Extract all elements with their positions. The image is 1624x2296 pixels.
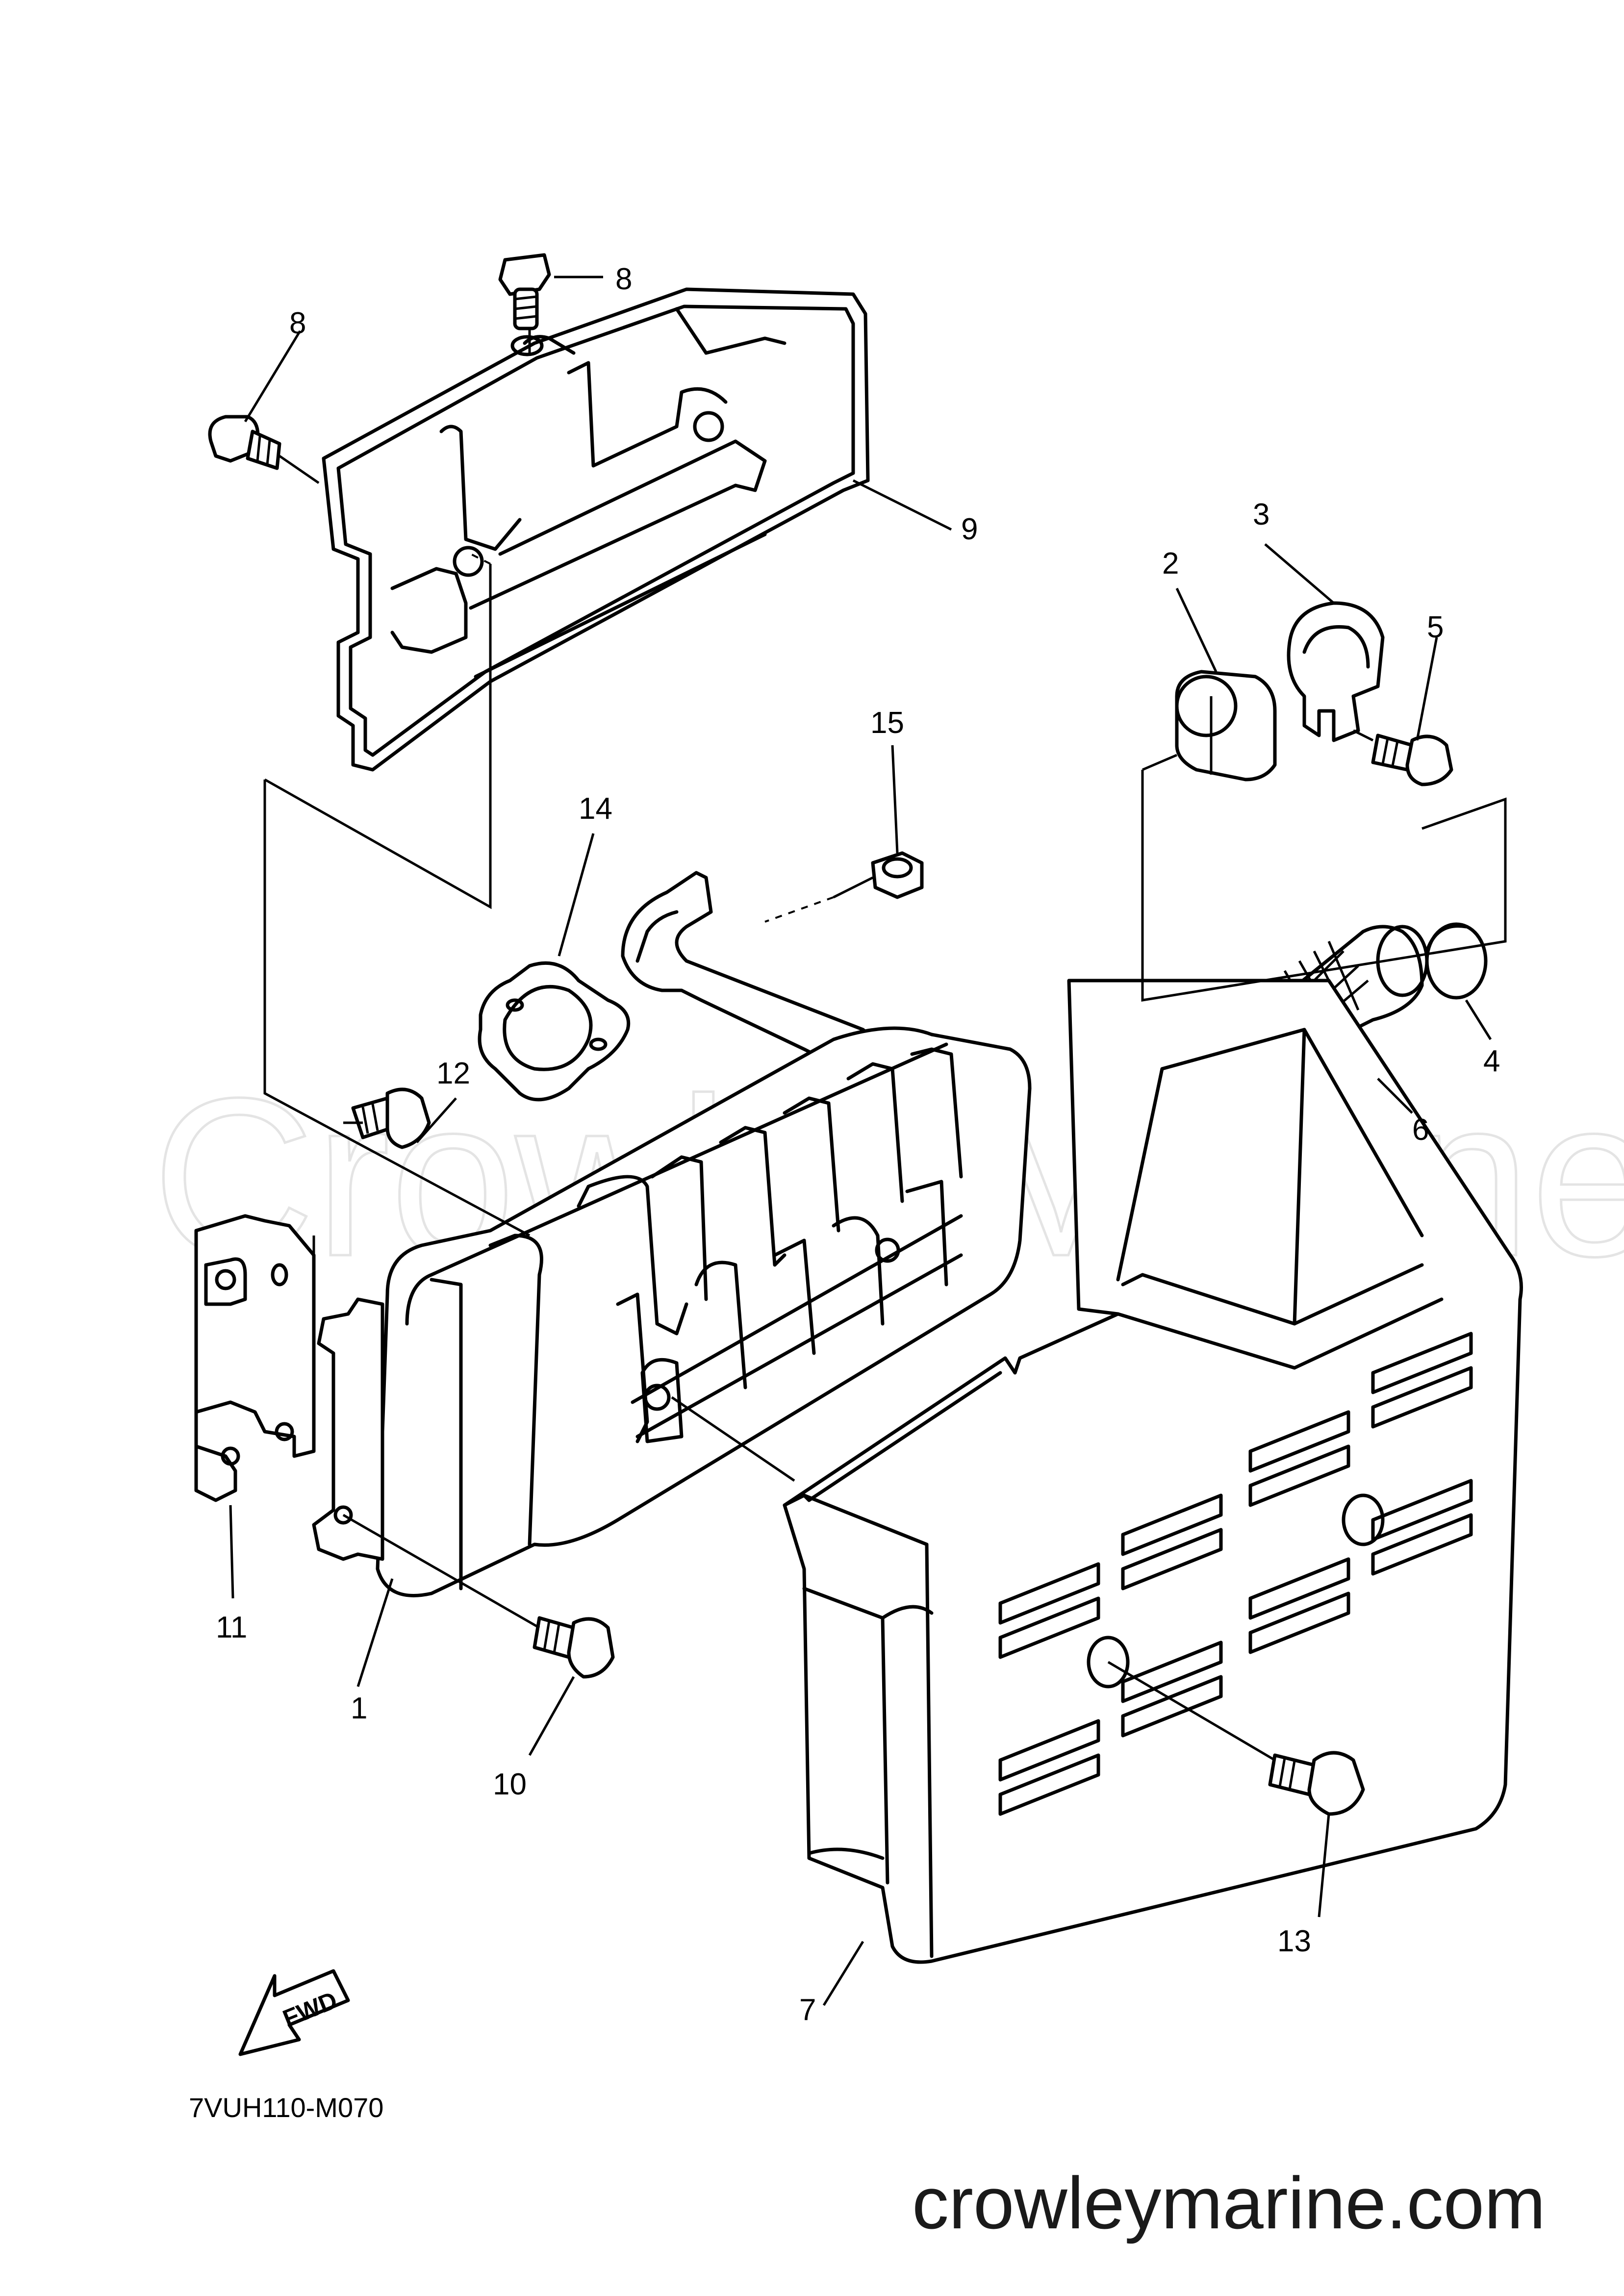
part-8-bolt-top[interactable]	[498, 253, 551, 330]
website-url: crowleymarine.com	[912, 2162, 1546, 2244]
callout-leaders	[229, 276, 1492, 2006]
callout-11: 11	[216, 1611, 247, 1644]
callout-9: 9	[961, 512, 978, 546]
callout-12: 12	[436, 1057, 470, 1090]
part-1-muffler-flange[interactable]	[312, 1297, 384, 1561]
assembly-lines	[263, 553, 1507, 1762]
part-3-clamp[interactable]	[1287, 601, 1385, 742]
fwd-direction-arrow: FWD	[238, 1969, 350, 2056]
part-4-cap[interactable]	[1425, 922, 1488, 1000]
part-11-bracket[interactable]	[194, 1214, 316, 1502]
part-13-bolt[interactable]	[1268, 1751, 1365, 1816]
part-1-muffler[interactable]	[376, 871, 1032, 1597]
callout-10: 10	[493, 1767, 527, 1801]
part-15-nut[interactable]	[871, 851, 924, 899]
part-8-bolt-left[interactable]	[208, 415, 281, 470]
callout-7: 7	[799, 1993, 816, 2027]
callout-labels: 8 8 9 3 2 5 15 14 12 4 6 11 1 10 13 7	[216, 262, 1500, 2027]
drawing-code: 7VUH110-M070	[189, 2092, 383, 2123]
part-10-bolt[interactable]	[533, 1616, 615, 1679]
callout-13: 13	[1277, 1924, 1311, 1958]
callout-4: 4	[1483, 1044, 1500, 1078]
callout-1: 1	[351, 1691, 367, 1725]
callout-6: 6	[1412, 1113, 1429, 1147]
callout-2: 2	[1162, 547, 1179, 580]
part-12-bolt[interactable]	[351, 1087, 431, 1149]
cover-louvers	[998, 1332, 1473, 1816]
callout-8a: 8	[615, 262, 632, 296]
callout-3: 3	[1253, 498, 1269, 531]
part-2-sleeve[interactable]	[1175, 670, 1277, 782]
part-14-gasket[interactable]	[478, 961, 631, 1102]
part-9-heat-shield-plate[interactable]	[322, 287, 870, 772]
part-5-bolt[interactable]	[1371, 733, 1453, 786]
callout-14: 14	[579, 792, 612, 826]
callout-5: 5	[1427, 610, 1444, 644]
callout-15: 15	[870, 706, 904, 740]
callout-8b: 8	[289, 306, 306, 340]
part-7-muffler-cover[interactable]	[783, 979, 1523, 1964]
